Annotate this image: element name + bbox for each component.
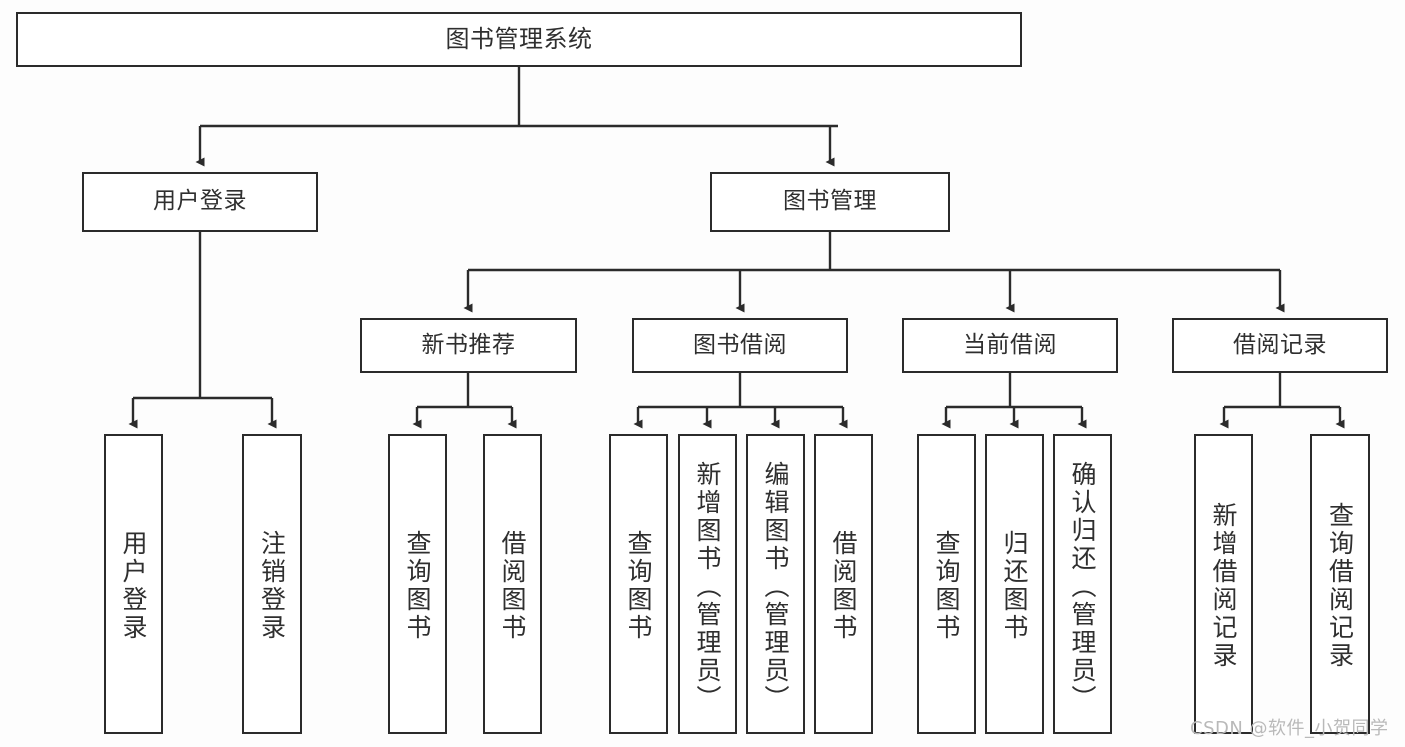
node-label: 查询图书 [624,530,653,642]
node-label: 图书管理系统 [445,25,593,54]
node-leaf-confirm-return-admin[interactable]: 确认归还（管理员） [1053,434,1112,734]
node-label: 新增借阅记录 [1209,502,1238,670]
node-label: 借阅图书 [829,530,858,642]
node-root-book-management-system[interactable]: 图书管理系统 [16,12,1022,67]
node-borrow-record[interactable]: 借阅记录 [1172,318,1388,373]
node-label: 图书管理 [783,188,877,215]
node-label: 归还图书 [1000,530,1029,642]
node-user-login[interactable]: 用户登录 [82,172,318,232]
node-label: 查询图书 [932,530,961,642]
node-leaf-edit-book-admin[interactable]: 编辑图书（管理员） [746,434,805,734]
node-leaf-query-book-recommend[interactable]: 查询图书 [388,434,447,734]
node-label: 新书推荐 [421,331,516,358]
node-leaf-borrow-book[interactable]: 借阅图书 [814,434,873,734]
node-label: 用户登录 [153,188,247,215]
node-leaf-query-book-current[interactable]: 查询图书 [917,434,976,734]
node-new-book-recommend[interactable]: 新书推荐 [360,318,577,373]
node-label: 查询图书 [403,530,432,642]
node-label: 注销登录 [257,530,287,642]
node-book-management[interactable]: 图书管理 [710,172,950,232]
node-label: 新增图书（管理员） [693,461,722,713]
node-leaf-query-book-borrow[interactable]: 查询图书 [609,434,668,734]
node-label: 用户登录 [119,530,148,642]
node-leaf-user-login[interactable]: 用户登录 [104,434,163,734]
node-label: 借阅图书 [498,530,527,642]
node-label: 确认归还（管理员） [1068,461,1097,713]
node-leaf-borrow-book-recommend[interactable]: 借阅图书 [483,434,542,734]
node-label: 图书借阅 [693,331,787,358]
node-leaf-query-borrow-record[interactable]: 查询借阅记录 [1310,434,1370,734]
node-label: 查询借阅记录 [1325,502,1355,670]
node-label: 借阅记录 [1233,331,1327,358]
node-leaf-return-book[interactable]: 归还图书 [985,434,1044,734]
node-label: 编辑图书（管理员） [761,461,790,713]
node-book-borrow[interactable]: 图书借阅 [632,318,848,373]
node-leaf-add-borrow-record[interactable]: 新增借阅记录 [1194,434,1253,734]
node-leaf-add-book-admin[interactable]: 新增图书（管理员） [678,434,737,734]
node-current-borrow[interactable]: 当前借阅 [902,318,1118,373]
node-leaf-logout[interactable]: 注销登录 [242,434,302,734]
watermark: CSDN @软件_小贺同学 [1190,718,1389,739]
node-label: 当前借阅 [963,331,1057,358]
